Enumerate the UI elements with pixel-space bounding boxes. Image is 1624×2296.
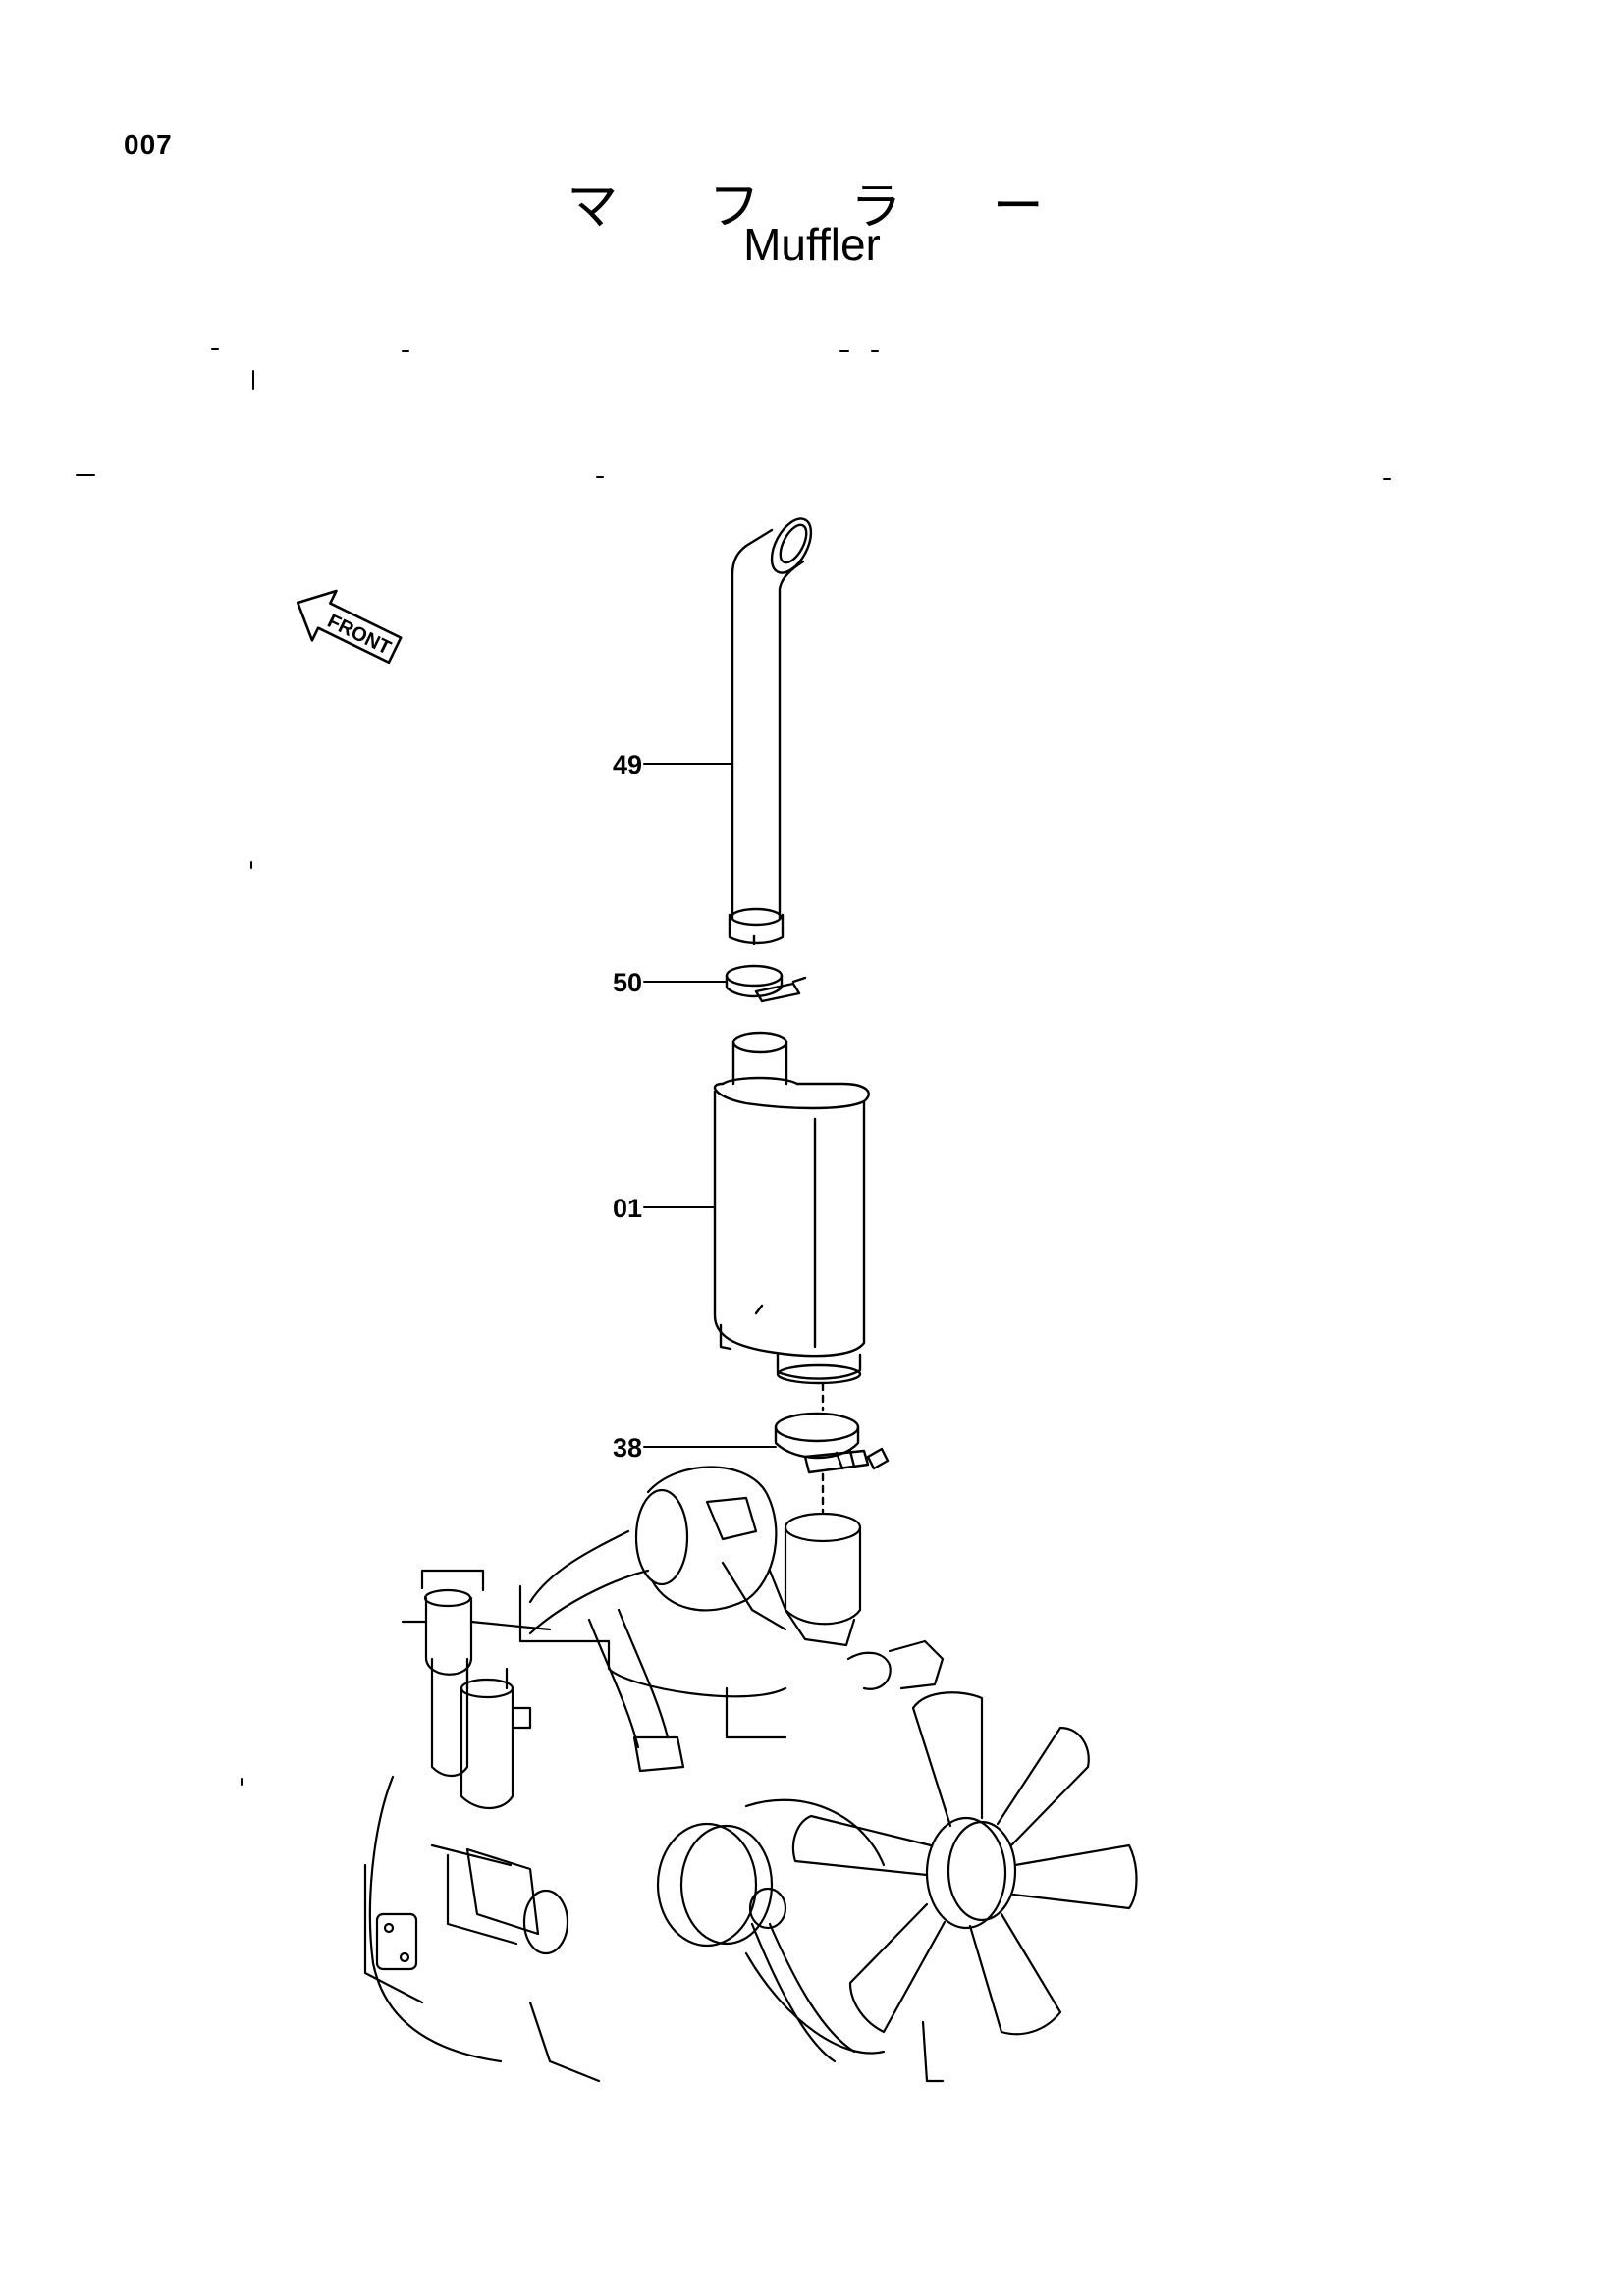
callout-01: 01 xyxy=(613,1194,716,1223)
page-title: Muffler xyxy=(743,219,881,270)
callout-50: 50 xyxy=(613,968,728,997)
front-arrow-icon: FRONT xyxy=(296,589,403,665)
page-title-japanese: マ フ ラ ー xyxy=(567,178,1081,237)
tail-pipe xyxy=(728,517,813,946)
svg-text:38: 38 xyxy=(613,1433,642,1463)
muffler-body xyxy=(713,1031,870,1385)
page-number: 007 xyxy=(124,130,173,160)
svg-text:01: 01 xyxy=(613,1194,642,1223)
scan-marks xyxy=(76,348,1391,1786)
callout-49: 49 xyxy=(613,750,733,779)
engine-assembly xyxy=(363,1466,1138,2083)
svg-text:50: 50 xyxy=(613,968,642,997)
svg-text:49: 49 xyxy=(613,750,642,779)
large-clamp xyxy=(774,1382,890,1514)
callout-38: 38 xyxy=(613,1433,777,1463)
small-clamp xyxy=(725,964,807,1003)
callouts: 49 50 01 38 xyxy=(613,750,777,1463)
